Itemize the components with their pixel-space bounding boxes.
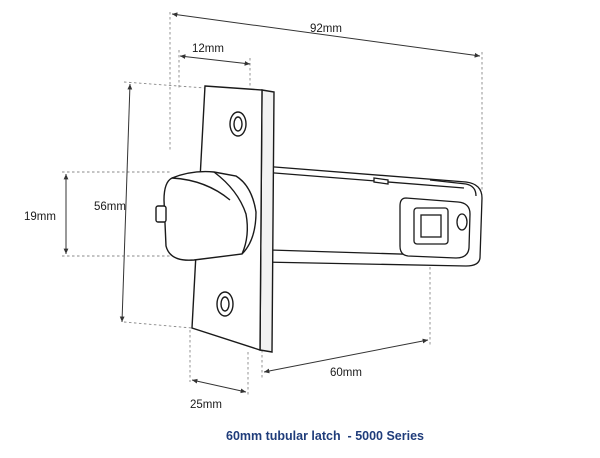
backset-label: 60mm — [330, 367, 362, 379]
faceplate-width-dim-line — [191, 378, 247, 394]
faceplate-height-dim-line — [119, 83, 133, 323]
faceplate-thickness-label: 12mm — [192, 43, 224, 55]
latch-bolt — [155, 170, 257, 261]
overall-length-label: 92mm — [310, 23, 342, 35]
latch-body — [261, 165, 483, 267]
dimension-lines — [63, 12, 481, 394]
spindle-square — [420, 214, 442, 238]
body-screw-hole — [456, 213, 468, 231]
bolt-tip — [155, 205, 167, 223]
latch-height-label: 19mm — [24, 211, 56, 223]
faceplate-height-label: 56mm — [94, 201, 126, 213]
faceplate-width-label: 25mm — [190, 399, 222, 411]
faceplate-thickness-dim-line — [179, 54, 251, 66]
backset-dim-line — [263, 338, 429, 374]
overall-length-dim-line — [171, 12, 481, 58]
diagram-caption: 60mm tubular latch - 5000 Series — [226, 429, 424, 443]
